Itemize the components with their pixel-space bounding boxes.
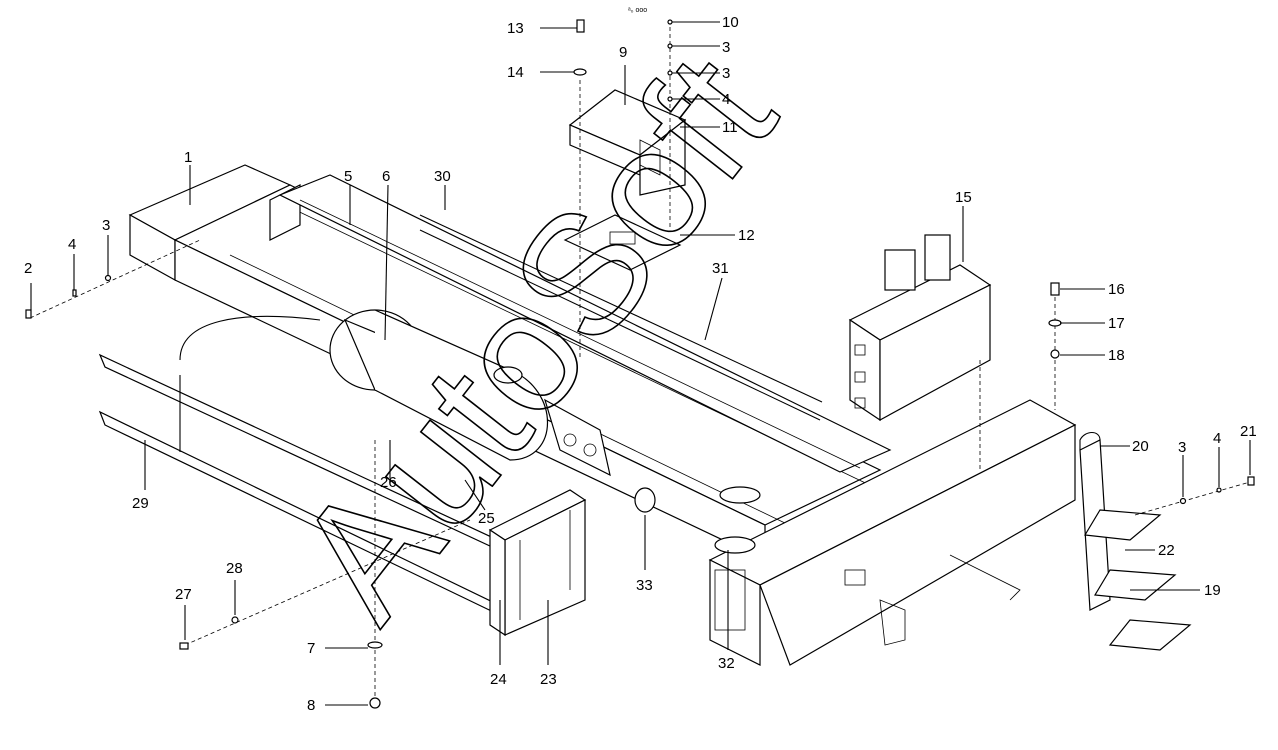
front-crossmember [708,399,1077,666]
callout-27: 27 [175,586,192,603]
callout-31: 31 [712,260,729,277]
callout-20: 20 [1132,438,1149,455]
callout-30: 30 [434,168,451,185]
callout-13: 13 [507,20,524,37]
callout-24: 24 [490,671,507,688]
callout-8: 8 [307,697,315,714]
callout-22: 22 [1158,542,1175,559]
callout-7: 7 [307,640,315,657]
leader-lines [30,21,1251,706]
support-frame [848,234,992,422]
callout-2: 2 [24,260,32,277]
fuel-tank [329,309,611,477]
callout-4: 4 [68,236,76,253]
callout-5: 5 [344,168,352,185]
mount-plate [563,214,682,271]
ring-parts [634,486,761,554]
callout-21: 21 [1240,423,1257,440]
callout-28: 28 [226,560,243,577]
callout-10: 10 [722,14,739,31]
callout-4-upper: 4 [722,91,730,108]
callout-14: 14 [507,64,524,81]
callout-1: 1 [184,149,192,166]
callout-25: 25 [478,510,495,527]
callout-3-right: 3 [1178,439,1186,456]
callout-16: 16 [1108,281,1125,298]
callout-6: 6 [382,168,390,185]
callout-3: 3 [102,217,110,234]
callout-3-mid: 3 [722,65,730,82]
cover-plate [568,89,687,196]
callout-23: 23 [540,671,557,688]
callout-33: 33 [636,577,653,594]
access-steps [1079,431,1192,651]
callout-18: 18 [1108,347,1125,364]
callout-9: 9 [619,44,627,61]
callout-11: 11 [722,119,738,136]
callout-3-upper: 3 [722,39,730,56]
callout-17: 17 [1108,315,1125,332]
callout-15: 15 [955,189,972,206]
header-code: ᵃ₀ ooo [628,7,647,14]
callout-4-right: 4 [1213,430,1221,447]
callout-32: 32 [718,655,735,672]
battery-box [488,489,587,637]
callout-12: 12 [738,227,755,244]
callouts: 1 2 3 4 5 6 30 9 13 14 10 3 3 4 11 12 31… [24,14,1257,714]
pipes [98,214,823,622]
callout-26: 26 [380,474,397,491]
callout-19: 19 [1204,582,1221,599]
callout-29: 29 [132,495,149,512]
